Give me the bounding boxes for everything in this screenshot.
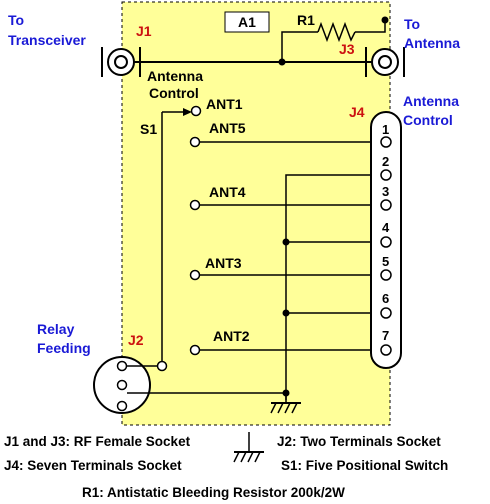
legend-line1-left: J1 and J3: RF Female Socket: [4, 434, 191, 449]
switch-contact-ant2: [189, 344, 201, 356]
j1-label: J1: [136, 23, 152, 39]
r1-wire: [281, 31, 318, 62]
switch-arrow: [183, 108, 192, 116]
junction-dot: [381, 16, 389, 24]
legend-line1-right: J2: Two Terminals Socket: [277, 434, 441, 449]
legend-ground-icon: [233, 432, 264, 463]
j4-terminal: [380, 169, 392, 181]
j4-terminal: [380, 307, 392, 319]
j4-terminals: [380, 136, 392, 356]
junction-dot: [278, 58, 286, 66]
switch-contact-ant3: [189, 269, 201, 281]
legend-line2-left: J4: Seven Terminals Socket: [4, 458, 182, 473]
j4-terminal: [380, 344, 392, 356]
switch-contact-ant4: [189, 199, 201, 211]
switch-common-contact: [156, 360, 168, 372]
common-bus: [285, 174, 381, 400]
ant5-label: ANT5: [209, 120, 246, 136]
junction-dot: [282, 238, 290, 246]
to-antenna-label: To Antenna: [404, 16, 460, 51]
to-transceiver-label: To Transceiver: [8, 12, 86, 48]
j4-terminal: [380, 199, 392, 211]
j4-pin-number: 6: [382, 291, 389, 306]
r1-label: R1: [297, 12, 315, 28]
j4-terminal: [380, 236, 392, 248]
ant4-label: ANT4: [209, 184, 246, 200]
j4-pin-number: 1: [382, 122, 389, 137]
j4-pin-number: 5: [382, 254, 389, 269]
j4-terminal: [380, 269, 392, 281]
j4-pin-number: 7: [382, 328, 389, 343]
j4-pin-number: 2: [382, 154, 389, 169]
antenna-control-label-switch: Antenna Control: [147, 68, 207, 101]
a1-box: [224, 11, 270, 33]
ant3-label: ANT3: [205, 255, 242, 271]
switch-contact-ant1: [190, 105, 202, 117]
j1-rf-socket: [101, 47, 141, 77]
junction-dot: [282, 309, 290, 317]
ant1-label: ANT1: [206, 96, 243, 112]
j2-label: J2: [128, 332, 144, 348]
enclosure-box: [121, 1, 391, 426]
r1-resistor: [317, 21, 356, 43]
j4-pin-numbers: 1 2 3 4 5 6 7: [382, 122, 390, 343]
legend-line3: R1: Antistatic Bleeding Resistor 200k/2W: [82, 485, 345, 500]
relay-feeding-label: Relay Feeding: [37, 321, 91, 356]
ant2-label: ANT2: [213, 328, 250, 344]
legend-line2-right: S1: Five Positional Switch: [281, 458, 448, 473]
j4-label: J4: [349, 104, 365, 120]
s1-label: S1: [140, 121, 157, 137]
j3-rf-socket: [365, 47, 405, 77]
j2-socket: [93, 356, 151, 414]
j4-terminal: [380, 136, 392, 148]
r1-wire-right: [355, 20, 386, 33]
a1-label: A1: [238, 14, 256, 30]
j4-pin-number: 4: [382, 220, 390, 235]
ground-icon: [270, 393, 301, 414]
j4-pin-number: 3: [382, 184, 389, 199]
antenna-control-label-right: Antenna Control: [403, 93, 463, 128]
switch-contact-ant5: [189, 136, 201, 148]
j3-label: J3: [339, 41, 355, 57]
